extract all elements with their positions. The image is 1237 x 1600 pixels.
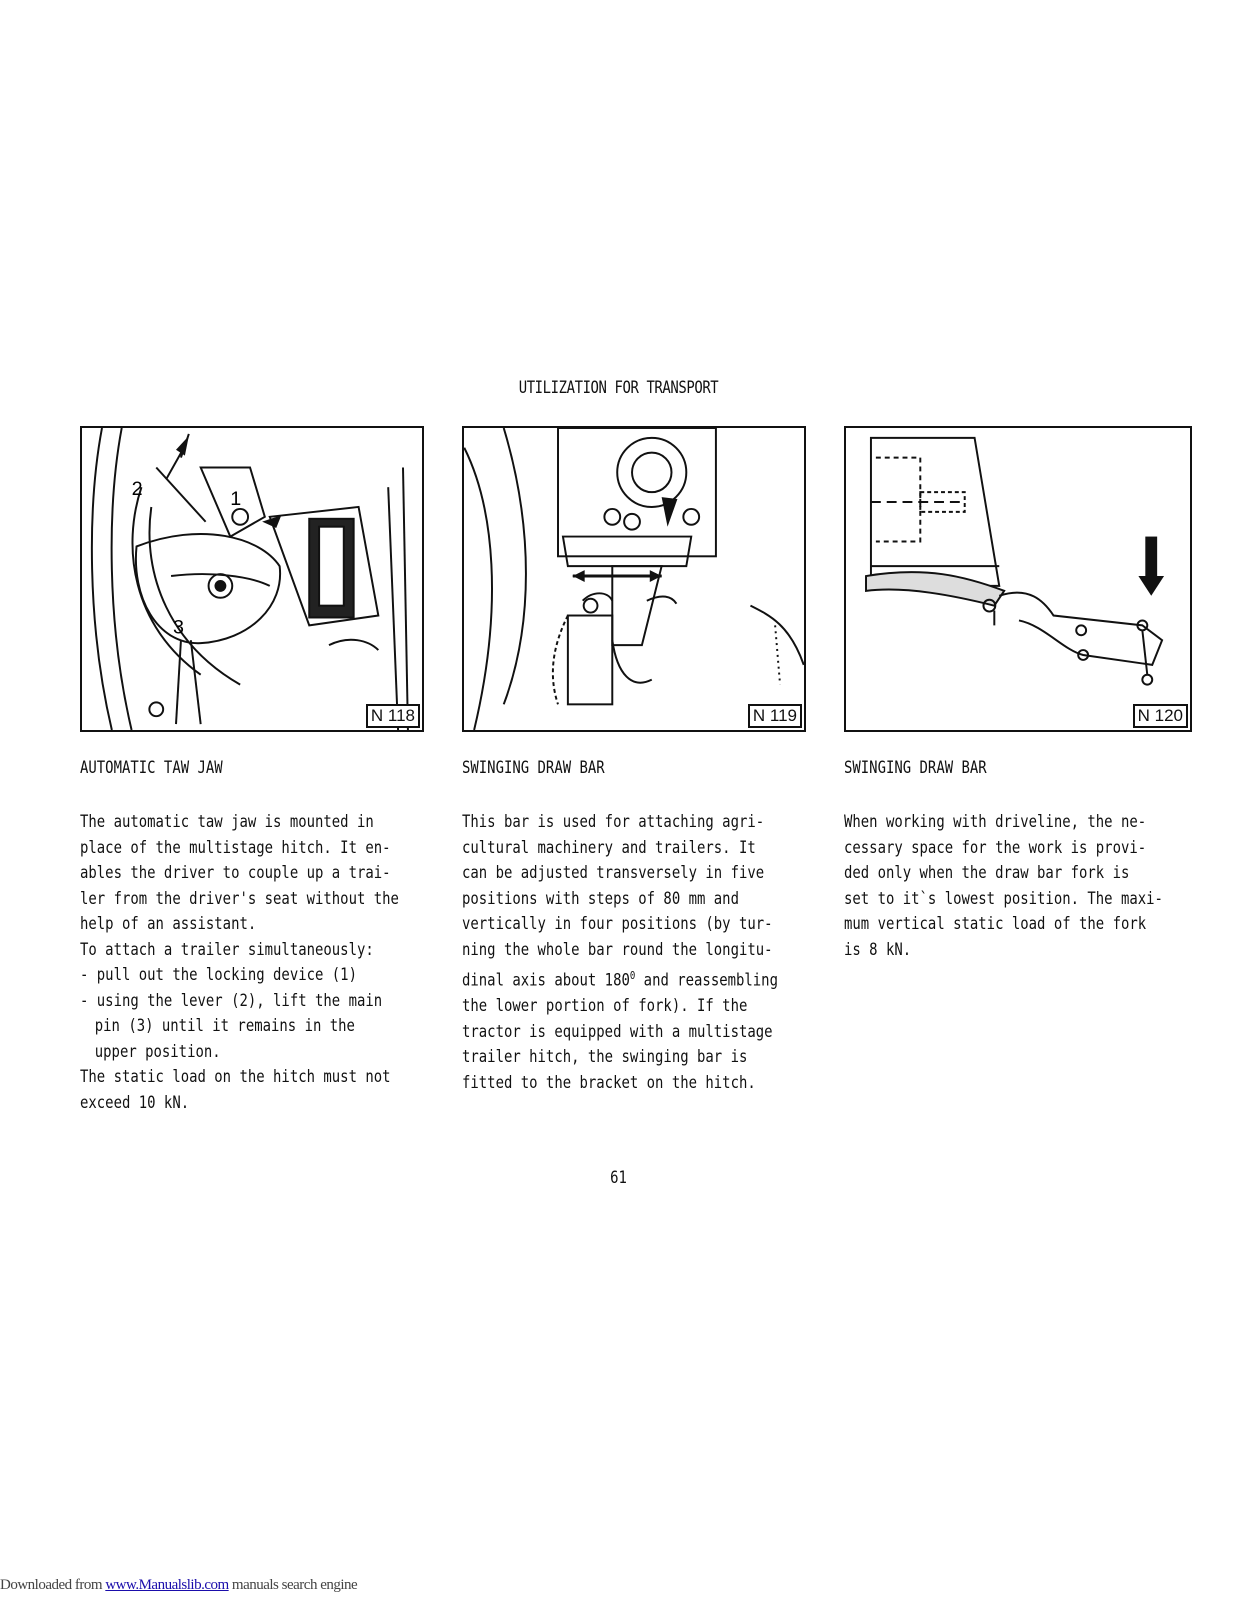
automatic-taw-jaw-illustration: 2 1 3	[90, 428, 409, 730]
text-line: To attach a trailer simultaneously:	[80, 939, 374, 960]
page-title: UTILIZATION FOR TRANSPORT	[518, 378, 719, 398]
text-line: cultural machinery and trailers. It	[462, 837, 756, 858]
section-heading: AUTOMATIC TAW JAW	[80, 758, 223, 778]
text-line: tractor is equipped with a multistage	[462, 1021, 773, 1042]
text-line: is 8 kN.	[844, 939, 912, 960]
text-line: The automatic taw jaw is mounted in	[80, 812, 374, 832]
text-line: pin (3) until it remains in the	[94, 1016, 355, 1036]
section-swinging-draw-bar: SWINGING DRAW BAR This bar is used for a…	[462, 758, 842, 1096]
draw-bar-fork-illustration	[865, 436, 1165, 686]
text-line: ning the whole bar round the longitu-	[462, 939, 773, 960]
swinging-draw-bar-illustration	[464, 428, 804, 730]
section-automatic-taw-jaw: AUTOMATIC TAW JAW The automatic taw jaw …	[80, 758, 460, 1116]
text-line: mum vertical static load of the fork	[844, 914, 1147, 934]
figure-swinging-draw-bar: N 119	[462, 426, 806, 732]
footer-suffix: manuals search engine	[228, 1577, 358, 1593]
text-line: set to it`s lowest position. The maxi-	[844, 888, 1163, 909]
text-line: exceed 10 kN.	[80, 1092, 190, 1113]
callout-2: 2	[132, 478, 143, 500]
text-line: When working with driveline, the ne-	[844, 812, 1147, 832]
figure-automatic-taw-jaw: 2 1 3 N 118	[80, 426, 424, 732]
degree-superscript: 0	[629, 969, 636, 982]
text-fragment: dinal axis about 180	[462, 970, 630, 991]
text-line: can be adjusted transversely in five	[462, 863, 765, 883]
text-line: ables the driver to couple up a trai-	[80, 863, 391, 883]
figure-swinging-draw-bar-lowest: N 120	[844, 426, 1192, 732]
page-number: 61	[610, 1168, 627, 1188]
text-line: This bar is used for attaching agri-	[462, 812, 765, 832]
text-line: ded only when the draw bar fork is	[844, 863, 1130, 883]
section-body: When working with driveline, the ne- ces…	[844, 810, 1163, 963]
text-line: upper position.	[94, 1041, 221, 1062]
text-line: the lower portion of fork). If the	[462, 996, 748, 1017]
section-heading: SWINGING DRAW BAR	[844, 758, 987, 778]
figure-label: N 118	[365, 704, 420, 728]
text-line: positions with steps of 80 mm and	[462, 888, 739, 909]
callout-3: 3	[173, 616, 184, 638]
text-line: cessary space for the work is provi-	[844, 837, 1147, 858]
text-line: ler from the driver's seat without the	[80, 888, 399, 909]
text-line: dinal axis about 1800 and reassembling	[462, 963, 778, 994]
section-swinging-draw-bar-2: SWINGING DRAW BAR When working with driv…	[844, 758, 1224, 963]
text-line: vertically in four positions (by tur-	[462, 914, 773, 934]
text-line: - pull out the locking device (1)	[80, 965, 357, 985]
section-body: The automatic taw jaw is mounted in plac…	[80, 810, 399, 1116]
text-fragment: and reassembling	[635, 970, 778, 991]
figure-label: N 119	[747, 704, 802, 728]
text-line: - using the lever (2), lift the main	[80, 990, 383, 1011]
text-line: help of an assistant.	[80, 914, 257, 934]
figure-label: N 120	[1132, 704, 1188, 728]
section-heading: SWINGING DRAW BAR	[462, 758, 605, 778]
callout-1: 1	[230, 488, 241, 510]
text-line: The static load on the hitch must not	[80, 1067, 391, 1087]
text-line: trailer hitch, the swinging bar is	[462, 1047, 748, 1068]
section-body: This bar is used for attaching agri- cul…	[462, 810, 778, 1096]
footer-prefix: Downloaded from	[0, 1577, 106, 1593]
text-line: fitted to the bracket on the hitch.	[462, 1072, 756, 1093]
manualslib-link[interactable]: www.Manualslib.com	[105, 1577, 229, 1593]
download-footer: Downloaded from www.Manualslib.com manua…	[0, 1577, 358, 1594]
text-line: place of the multistage hitch. It en-	[80, 837, 391, 858]
